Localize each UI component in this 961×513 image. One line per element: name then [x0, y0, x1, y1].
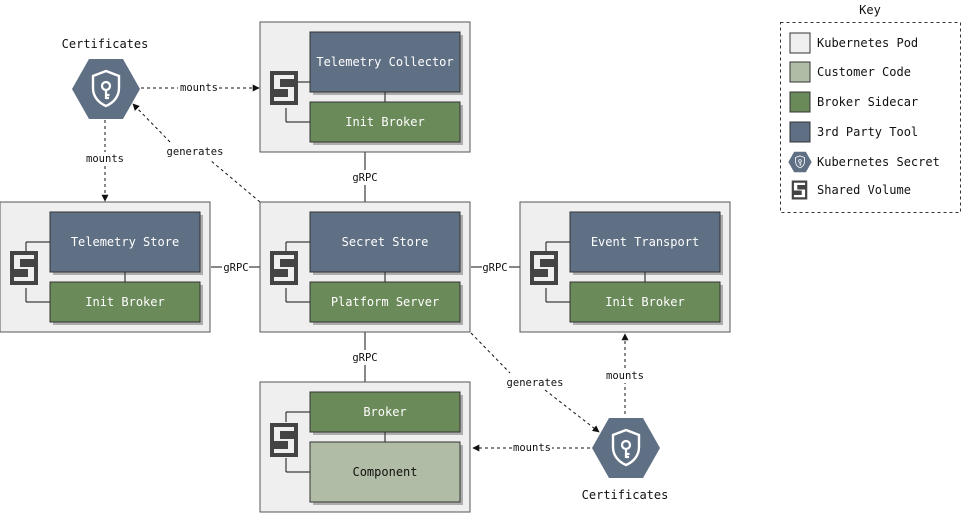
- legend-swatch-pod: [789, 32, 811, 54]
- container-telemetry-collector: [309, 31, 461, 93]
- legend-title: Key: [859, 3, 881, 17]
- container-label-init-broker: Init Broker: [345, 115, 424, 129]
- edge-label-generates: generates: [167, 146, 224, 158]
- container-platform-server: [309, 281, 461, 323]
- dashed-connectors: [101, 84, 629, 452]
- container-label-telemetry-collector: Telemetry Collector: [316, 55, 453, 69]
- container-component: [309, 441, 461, 503]
- legend-swatch-customer-code: [789, 61, 811, 83]
- container-broker: [309, 391, 461, 433]
- edge-label-generates: generates: [507, 377, 564, 389]
- container-telemetry-store: [49, 211, 201, 273]
- container-secret-store: [309, 211, 461, 273]
- pod-broker-component: Broker Component: [259, 381, 471, 513]
- container-label-telemetry-store: Telemetry Store: [71, 235, 179, 249]
- secret-certificates-bottom: Certificates: [582, 416, 669, 502]
- connector-generates-top-a: [209, 159, 261, 203]
- connector-generates-top-b: [132, 103, 171, 143]
- kubernetes-secret-icon: [591, 416, 661, 480]
- legend: Key Kubernetes Pod Customer Code Broker …: [780, 3, 961, 213]
- legend-label: Broker Sidecar: [817, 95, 918, 109]
- container-label-component: Component: [352, 465, 417, 479]
- legend-label: Kubernetes Pod: [817, 36, 918, 50]
- pod-telemetry-collector: Telemetry Collector Init Broker: [259, 21, 471, 153]
- pod-event-transport: Event Transport Init Broker: [519, 201, 731, 333]
- secret-label: Certificates: [582, 488, 669, 502]
- edge-label-grpc: gRPC: [482, 262, 507, 274]
- legend-label: Shared Volume: [817, 183, 911, 197]
- secret-certificates-top: Certificates: [62, 37, 149, 121]
- edge-label-grpc: gRPC: [223, 262, 248, 274]
- container-label-secret-store: Secret Store: [342, 235, 429, 249]
- connector-generates-bottom-b: [544, 389, 600, 433]
- edge-labels: gRPC gRPC gRPC gRPC mounts mounts genera…: [86, 82, 644, 454]
- pod-secret-store: Secret Store Platform Server: [259, 201, 471, 333]
- secret-label: Certificates: [62, 37, 149, 51]
- container-label-broker: Broker: [363, 405, 406, 419]
- container-label-init-broker: Init Broker: [85, 295, 164, 309]
- container-label-init-broker: Init Broker: [605, 295, 684, 309]
- container-init-broker: [309, 101, 461, 143]
- kubernetes-secret-icon: [71, 57, 141, 121]
- legend-label: Customer Code: [817, 65, 911, 79]
- edge-label-grpc: gRPC: [352, 352, 377, 364]
- container-init-broker: [49, 281, 201, 323]
- edge-label-grpc: gRPC: [352, 172, 377, 184]
- container-init-broker: [569, 281, 721, 323]
- edge-label-mounts: mounts: [180, 82, 218, 94]
- legend-box: [780, 22, 961, 213]
- pod-telemetry-store: Telemetry Store Init Broker: [0, 201, 211, 333]
- edge-label-mounts: mounts: [513, 442, 551, 454]
- legend-swatch-broker-sidecar: [789, 91, 811, 113]
- edge-label-mounts: mounts: [86, 153, 124, 165]
- legend-label: 3rd Party Tool: [817, 125, 918, 139]
- grpc-connectors: [211, 152, 520, 382]
- container-label-platform-server: Platform Server: [331, 295, 439, 309]
- legend-label: Kubernetes Secret: [817, 155, 940, 169]
- container-event-transport: [569, 211, 721, 273]
- connector-generates-bottom-a: [470, 332, 511, 374]
- container-label-event-transport: Event Transport: [591, 235, 699, 249]
- legend-swatch-third-party: [789, 121, 811, 143]
- edge-label-mounts: mounts: [606, 370, 644, 382]
